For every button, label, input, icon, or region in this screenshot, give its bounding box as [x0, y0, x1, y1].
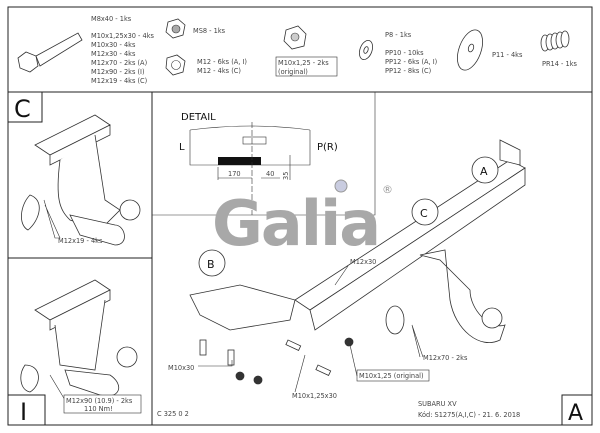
large-washer-icon — [457, 29, 483, 71]
callout-text: 110 Nm! — [84, 405, 113, 413]
dimension-170: 170 — [228, 170, 241, 178]
washer-text: PP12 - 6ks (A, I) — [385, 58, 437, 66]
washer-text: PP12 - 8ks (C) — [385, 67, 431, 75]
panel-label: A — [568, 401, 583, 426]
panel-c: C M12x19 - 4ks — [7, 91, 141, 246]
towbar-crossbar — [189, 139, 526, 343]
spring-icon — [540, 30, 570, 52]
flange-nut-text: (original) — [278, 68, 308, 76]
panel-label: C — [14, 95, 31, 123]
outer-frame — [7, 6, 593, 426]
bolt-icon — [17, 32, 83, 73]
product-code: Kód: S1275(A,I,C) - 21. 6. 2018 — [418, 411, 520, 419]
panel-label: I — [20, 398, 27, 426]
bolt-text: M12x90 - 2ks (I) — [91, 68, 145, 76]
callout-text: M12x19 - 4ks — [58, 237, 103, 245]
callout-c: C — [420, 207, 428, 220]
nut-icon — [165, 54, 186, 76]
washer-text: P11 - 4ks — [492, 51, 523, 59]
nut-icon — [165, 18, 186, 39]
washer-text: P8 - 1ks — [385, 31, 412, 39]
bolt-text: M12x70 - 2ks (A) — [91, 59, 147, 67]
panel-i: M12x90 (10.9) - 2ks 110 Nm! I — [7, 279, 142, 426]
main-assembly: A B C M12x30 M10x30 M10x1,25x30 M10x1,25… — [168, 139, 526, 400]
towbar-c-illustration — [21, 114, 141, 246]
flange-nut-icon — [283, 25, 307, 50]
nut-text: M12 - 6ks (A, I) — [197, 58, 247, 66]
bumper-cutout — [218, 157, 261, 165]
nut-text: M12 - 4ks (C) — [197, 67, 241, 75]
detail-left-label: L — [179, 142, 185, 153]
flange-nut-text: M10x1,25 - 2ks — [278, 59, 329, 67]
bolts-illustration — [199, 337, 354, 385]
panel-label-box — [7, 394, 46, 426]
panel-label-box — [561, 394, 593, 426]
logo-mark: ® — [382, 183, 393, 196]
bolt-text: M12x19 - 4ks (C) — [91, 77, 147, 85]
nut-text: MS8 - 1ks — [193, 27, 226, 35]
bolt-callout: M12x30 — [350, 258, 376, 266]
callout-b: B — [207, 258, 215, 271]
dimension-35: 35 — [282, 172, 290, 180]
bolt-text: M12x30 - 4ks — [91, 50, 136, 58]
towbar-i-illustration — [20, 279, 138, 397]
bolt-callout: M10x30 — [168, 364, 194, 372]
detail-frame — [152, 92, 376, 216]
detail-view: DETAIL L P(R) 170 40 35 — [179, 112, 338, 215]
parts-list: M8x40 - 1ks M10x1,25x30 - 4ks M10x30 - 4… — [17, 15, 578, 85]
bolt-text: M10x1,25x30 - 4ks — [91, 32, 155, 40]
dimension-40: 40 — [266, 170, 274, 178]
spring-text: PR14 - 1ks — [542, 60, 578, 68]
panel-label-box — [7, 91, 43, 123]
detail-right-label: P(R) — [317, 142, 338, 153]
galia-logo: Galia ® — [212, 179, 393, 260]
logo-dot — [334, 179, 348, 193]
detail-title: DETAIL — [181, 112, 216, 123]
callout-text: M12x90 (10.9) - 2ks — [66, 397, 133, 405]
washer-text: PP10 - 10ks — [385, 49, 424, 57]
washer-icon — [359, 39, 373, 61]
logo-text: Galia — [212, 187, 379, 260]
original-part-box — [275, 56, 338, 77]
bolt-callout: M12x70 - 2ks — [423, 354, 468, 362]
bolt-text: M10x30 - 4ks — [91, 41, 136, 49]
bolt-text: M8x40 - 1ks — [91, 15, 132, 23]
callout-a: A — [480, 165, 488, 178]
bolt-callout: M10x1,25x30 — [292, 392, 337, 400]
drawing-number: C 325 0 2 — [157, 410, 189, 418]
bolt-callout: M10x1,25 (original) — [359, 372, 424, 380]
vehicle-model: SUBARU XV — [418, 400, 457, 408]
